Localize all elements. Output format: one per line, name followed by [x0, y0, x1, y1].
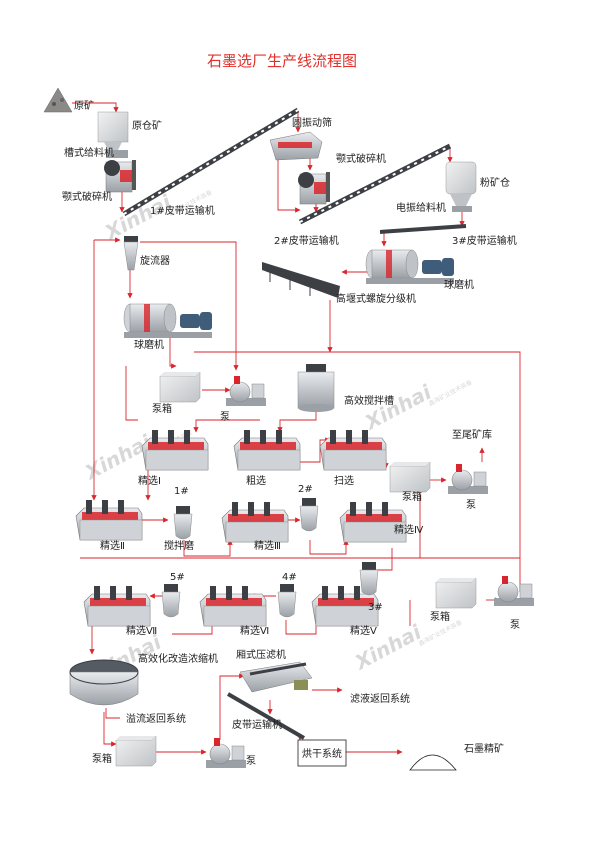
- label-powder-bin: 粉矿仓: [480, 176, 510, 189]
- pump-3-icon: [493, 575, 535, 607]
- label-mill-4-no: 4#: [282, 572, 297, 583]
- label-trough-feeder: 槽式给料机: [64, 146, 114, 159]
- label-dryer: 烘干系统: [302, 747, 342, 760]
- watermark-brand: Xinhai: [359, 379, 436, 435]
- label-ball-mill-top: 球磨机: [444, 278, 474, 291]
- label-graphite-concentrate: 石墨精矿: [464, 742, 504, 755]
- label-vib-feeder: 电振给料机: [396, 201, 446, 214]
- label-mill-5-no: 5#: [170, 572, 185, 583]
- thickener-icon: [69, 659, 139, 706]
- label-mill-3-no: 3#: [368, 602, 383, 613]
- stirring-mill-5-icon: [161, 583, 181, 618]
- belt-conveyor-lower-icon: [226, 692, 306, 740]
- label-ball-mill-left: 球磨机: [134, 338, 164, 351]
- pump-2-icon: [447, 463, 489, 495]
- label-belt-2: 2#皮带运输机: [274, 234, 339, 247]
- label-pump-box-2: 泵箱: [402, 490, 422, 503]
- pump-4-icon: [205, 737, 247, 769]
- pump-box-3-icon: [435, 577, 477, 609]
- powder-bin-icon: [445, 161, 477, 212]
- spiral-classifier-icon: [262, 262, 340, 298]
- vibrating-screen-icon: [269, 131, 323, 161]
- jaw-crusher-2-icon: [297, 171, 331, 205]
- label-overflow-return: 溢流返回系统: [126, 712, 186, 725]
- label-jaw-crusher-2: 颚式破碎机: [336, 152, 386, 165]
- label-pump-3: 泵: [510, 619, 520, 631]
- label-to-tailings: 至尾矿库: [452, 428, 492, 441]
- label-belt-conveyor: 皮带运输机: [232, 718, 282, 731]
- cleaner-6-cell-icon: [199, 585, 267, 627]
- label-filtrate-return: 滤液返回系统: [350, 692, 410, 705]
- ball-mill-left-icon: [123, 303, 213, 339]
- label-raw-ore: 原矿: [74, 99, 94, 112]
- pump-box-2-icon: [389, 461, 431, 493]
- label-stirring-mill: 搅拌磨: [164, 539, 194, 552]
- label-cleaner-5: 精选Ⅴ: [350, 624, 377, 637]
- page-title: 石墨选厂生产线流程图: [207, 52, 357, 70]
- label-thickener: 高效化改造浓缩机: [138, 652, 218, 665]
- belt-conveyor-2-icon: [298, 143, 452, 225]
- pump-box-4-icon: [115, 735, 157, 767]
- label-scavenger: 扫选: [334, 474, 354, 487]
- jaw-crusher-1-icon: [103, 159, 137, 193]
- belt-conveyor-3-icon: [379, 224, 467, 234]
- label-belt-1: 1#皮带运输机: [150, 204, 215, 217]
- hydrocyclone-icon: [123, 236, 139, 271]
- agitation-tank-icon: [297, 364, 335, 412]
- label-cleaner-6: 精选Ⅵ: [240, 624, 269, 637]
- dryer-box: [297, 739, 347, 767]
- label-pump-1: 泵: [220, 411, 230, 423]
- label-mill-2-no: 2#: [298, 484, 313, 495]
- filter-press-icon: [239, 661, 313, 693]
- cleaner-3-cell-icon: [221, 501, 289, 543]
- label-cyclone: 旋流器: [140, 254, 170, 267]
- label-circular-screen: 圆振动筛: [292, 116, 332, 129]
- label-pump-box-3: 泵箱: [430, 610, 450, 623]
- label-cleaner-2: 精选Ⅱ: [100, 539, 125, 552]
- labels: 原矿 原仓矿 槽式给料机 颚式破碎机 1#皮带运输机 圆振动筛 颚式破碎机 粉矿…: [62, 99, 520, 767]
- belt-conveyor-1-icon: [122, 107, 300, 217]
- raw-ore-pile-icon: [43, 87, 73, 113]
- pump-box-1-icon: [159, 371, 201, 403]
- raw-bin-icon: [97, 111, 129, 150]
- rougher-cell-icon: [233, 429, 301, 471]
- label-mill-1-no: 1#: [174, 486, 189, 497]
- label-agitator: 高效搅拌槽: [344, 394, 394, 407]
- label-pump-4: 泵: [246, 755, 256, 767]
- flow-lines: [72, 102, 521, 755]
- label-cleaner-3: 精选Ⅲ: [254, 539, 281, 552]
- trough-feeder-icon: [106, 150, 128, 158]
- label-pump-box-4: 泵箱: [92, 752, 112, 765]
- label-belt-3: 3#皮带运输机: [452, 234, 517, 247]
- stirring-mill-4-icon: [277, 583, 297, 618]
- label-cleaner-1: 精选Ⅰ: [138, 474, 161, 487]
- stirring-mill-3-icon: [359, 561, 379, 596]
- cleaner-4-cell-icon: [339, 501, 407, 543]
- label-filter-press: 厢式压滤机: [236, 648, 286, 661]
- scavenger-cell-icon: [319, 429, 387, 471]
- label-jaw-crusher-1: 颚式破碎机: [62, 190, 112, 203]
- pump-1-icon: [225, 375, 267, 407]
- graphite-product-pile-icon: [409, 754, 457, 771]
- stirring-mill-2-icon: [299, 497, 319, 532]
- label-spiral-classifier: 高堰式螺旋分级机: [336, 292, 416, 305]
- label-rougher: 粗选: [246, 474, 266, 487]
- stirring-mill-1-icon: [173, 505, 193, 540]
- label-cleaner-7: 精选Ⅶ: [126, 624, 157, 637]
- cleaner-7-cell-icon: [83, 585, 151, 627]
- label-raw-bin: 原仓矿: [132, 119, 162, 132]
- watermark-sub: 鑫海矿业技术装备: [427, 378, 473, 408]
- ball-mill-top-icon: [365, 249, 455, 285]
- label-pump-2: 泵: [466, 499, 476, 511]
- cleaner-2-cell-icon: [75, 499, 143, 541]
- label-cleaner-4: 精选Ⅳ: [394, 523, 424, 536]
- label-pump-box-1: 泵箱: [152, 402, 172, 415]
